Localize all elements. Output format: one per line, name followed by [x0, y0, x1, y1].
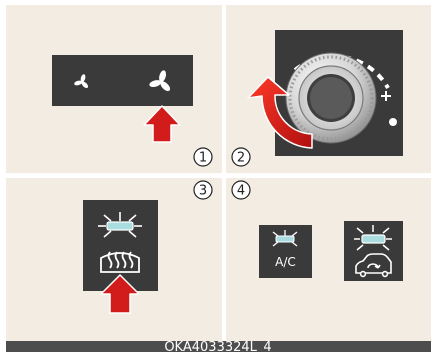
recirculation-button	[344, 221, 403, 281]
svg-text:1: 1	[199, 151, 207, 166]
caption-bar: OKA4033324L_4	[6, 340, 431, 352]
step-number-2: 2	[232, 148, 250, 166]
indicator-dot	[389, 118, 397, 126]
step-number-4: 4	[232, 181, 250, 199]
step-number-1: 1	[194, 148, 212, 166]
step-number-3: 3	[194, 181, 212, 199]
ac-label: A/C	[275, 255, 296, 269]
svg-text:3: 3	[199, 184, 207, 199]
svg-text:2: 2	[237, 151, 245, 166]
ac-button: A/C	[259, 225, 312, 278]
svg-text:4: 4	[237, 184, 245, 199]
knob	[286, 53, 376, 143]
fan-speed-control	[52, 55, 193, 106]
figure-code: OKA4033324L_4	[164, 340, 271, 352]
